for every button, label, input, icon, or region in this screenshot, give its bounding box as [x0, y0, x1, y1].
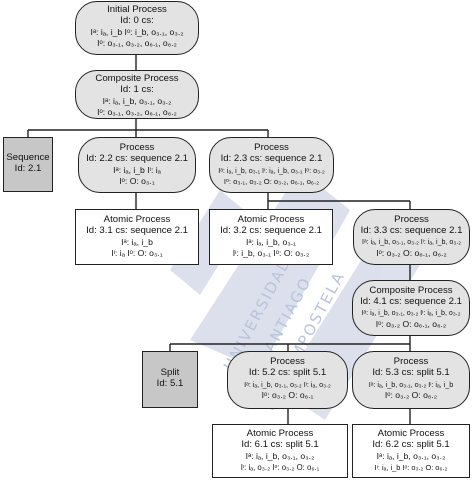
node-atomic-process-3-1: Atomic Process Id: 3.1 cs: sequence 2.1 … — [75, 209, 199, 265]
node-inputs: Iᵃ: iₐ, i_b, o₃.₁, o₃.₂ — [102, 95, 172, 106]
node-title: Process — [119, 142, 155, 153]
node-inputs: Iᵃ: iₐ, i_b Iᵒ: i_b, o₃.₁, o₃.₂ — [90, 26, 184, 37]
node-title: Atomic Process — [377, 428, 445, 439]
node-inputs: Iᵃ: iₐ, i_b — [121, 236, 153, 247]
node-id: Id: 1 cs: — [120, 84, 154, 96]
node-id: Id: 0 cs: — [120, 15, 154, 27]
node-outputs: Iᶦ: iₐ Iᵒ: O: o₃.₁ — [111, 248, 163, 259]
node-title: Composite Process — [369, 285, 453, 296]
node-title: Sequence — [6, 152, 50, 163]
node-atomic-process-3-2: Atomic Process Id: 3.2 cs: sequence 2.1 … — [209, 209, 333, 265]
node-atomic-process-6-1: Atomic Process Id: 6.1 cs: split 5.1 Iᵃ:… — [212, 424, 348, 478]
node-inputs: Iᵃ: iₐ, i_b, o₃.₁, o₃.₂ Iᶦ: iₐ, i_b — [368, 379, 454, 389]
node-id: Id: 3.2 cs: sequence 2.1 — [220, 225, 322, 237]
node-inputs: Iᵃ: iₐ, i_b, o₃.₁ — [245, 236, 297, 247]
node-outputs: Iᵒ: o₃.₂ O: o₆.₁, o₆.₂ — [376, 248, 447, 259]
node-id: Id: 5.1 — [156, 378, 184, 390]
node-id: Id: 2.2 cs: sequence 2.1 — [86, 153, 188, 165]
node-title: Atomic Process — [246, 428, 314, 439]
node-title: Composite Process — [95, 73, 179, 84]
node-process-5-2: Process Id: 5.2 cs: split 5.1 Iᵃ: iₐ, i_… — [227, 351, 348, 409]
node-inputs: Iᵃ: iₐ, i_b Iᶦ: iₐ — [113, 164, 161, 175]
node-split-5-1: Split Id: 5.1 — [142, 351, 198, 408]
node-id: Id: 2.1 — [14, 163, 42, 175]
node-sequence-2-1: Sequence Id: 2.1 — [3, 137, 53, 192]
node-outputs: Iᶦ: iₐ, i_b Iᵒ: o₃.₂ O: o₆.₂ — [374, 463, 448, 473]
node-id: Id: 2.3 cs: sequence 2.1 — [220, 153, 323, 165]
node-inputs: Iᵃ: iₐ, i_b, o₃.₁, o₃.₂ — [245, 450, 315, 461]
node-process-2-2: Process Id: 2.2 cs: sequence 2.1 Iᵃ: iₐ,… — [78, 137, 196, 193]
node-inputs: Iᵃ: iₐ, i_b, o₃.₁, o₃.₂ Iᶦ: iₐ, o₃.₂ — [244, 379, 331, 389]
node-id: Id: 4.1 cs: sequence 2.1 — [360, 296, 462, 308]
node-outputs: Iᶦ: i_b, o₃.₁ Iᵒ: O: o₃.₂ — [232, 248, 310, 259]
node-outputs: Iᵒ: o₃.₂ O: o₆.₂ — [384, 390, 438, 401]
node-id: Id: 3.3 cs: sequence 2.1 — [360, 225, 463, 237]
node-inputs: Iᵃ: iₐ, i_b, o₃.₁, o₃.₂ Iᶦ: iₐ, i_b, o₃.… — [361, 308, 461, 317]
node-title: Atomic Process — [103, 214, 171, 225]
node-title: Atomic Process — [237, 214, 305, 225]
node-inputs: Iᵃ: iₐ, i_b, o₃.₁, o₃.₂ Iᶦ: iₐ, i_b, o₃.… — [362, 237, 461, 246]
node-outputs: Iᵒ: o₃.₂ O: o₆.₁, o₆.₂ — [375, 319, 447, 330]
node-id: Id: 5.3 cs: split 5.1 — [372, 367, 450, 379]
node-outputs: Iᵒ: o₃.₁, o₃.₂, o₆.₁, o₆.₂ — [97, 107, 177, 118]
node-outputs: Iᵒ: o₃.₂ O: o₆.₁ — [261, 390, 314, 401]
node-title: Split — [160, 367, 180, 378]
node-id: Id: 5.2 cs: split 5.1 — [248, 367, 327, 379]
node-title: Process — [270, 356, 305, 367]
node-id: Id: 6.1 cs: split 5.1 — [241, 439, 319, 451]
node-title: Process — [254, 142, 289, 153]
node-outputs: Iᵒ: o₃.₁, o₃.₂ O: o₃.₂, o₆.₁, o₆.₂ — [223, 177, 320, 187]
node-process-3-3: Process Id: 3.3 cs: sequence 2.1 Iᵃ: iₐ,… — [353, 209, 470, 265]
node-outputs: Iᶦ: iₐ, o₃.₂ Iᵒ: o₃.₂ O: o₆.₁ — [240, 463, 320, 473]
node-outputs: Iᵒ: o₃.₁, o₃.₂, o₆.₁, o₆.₂ — [97, 38, 177, 49]
node-title: Initial Process — [107, 4, 167, 15]
node-process-5-3: Process Id: 5.3 cs: split 5.1 Iᵃ: iₐ, i_… — [352, 351, 470, 409]
node-atomic-process-6-2: Atomic Process Id: 6.2 cs: split 5.1 Iᵃ:… — [352, 424, 470, 478]
node-composite-process-4-1: Composite Process Id: 4.1 cs: sequence 2… — [352, 280, 470, 336]
node-outputs: Iᵒ: O: o₃.₁ — [119, 176, 155, 187]
node-id: Id: 6.2 cs: split 5.1 — [372, 439, 450, 451]
node-inputs: Iᵃ: iₐ, i_b, o₃.₁ Iᶦ: iₐ, i_b, o₃.₁ Iᵒ: … — [218, 165, 325, 175]
node-composite-process-1: Composite Process Id: 1 cs: Iᵃ: iₐ, i_b,… — [75, 70, 199, 119]
node-inputs: Iᵃ: iₐ, i_b, o₃.₁, o₃.₂ — [376, 450, 446, 461]
node-title: Process — [393, 356, 429, 367]
node-process-2-3: Process Id: 2.3 cs: sequence 2.1 Iᵃ: iₐ,… — [209, 137, 334, 193]
node-title: Process — [394, 214, 429, 225]
node-initial-process: Initial Process Id: 0 cs: Iᵃ: iₐ, i_b Iᵒ… — [75, 1, 199, 55]
node-id: Id: 3.1 cs: sequence 2.1 — [86, 225, 188, 237]
